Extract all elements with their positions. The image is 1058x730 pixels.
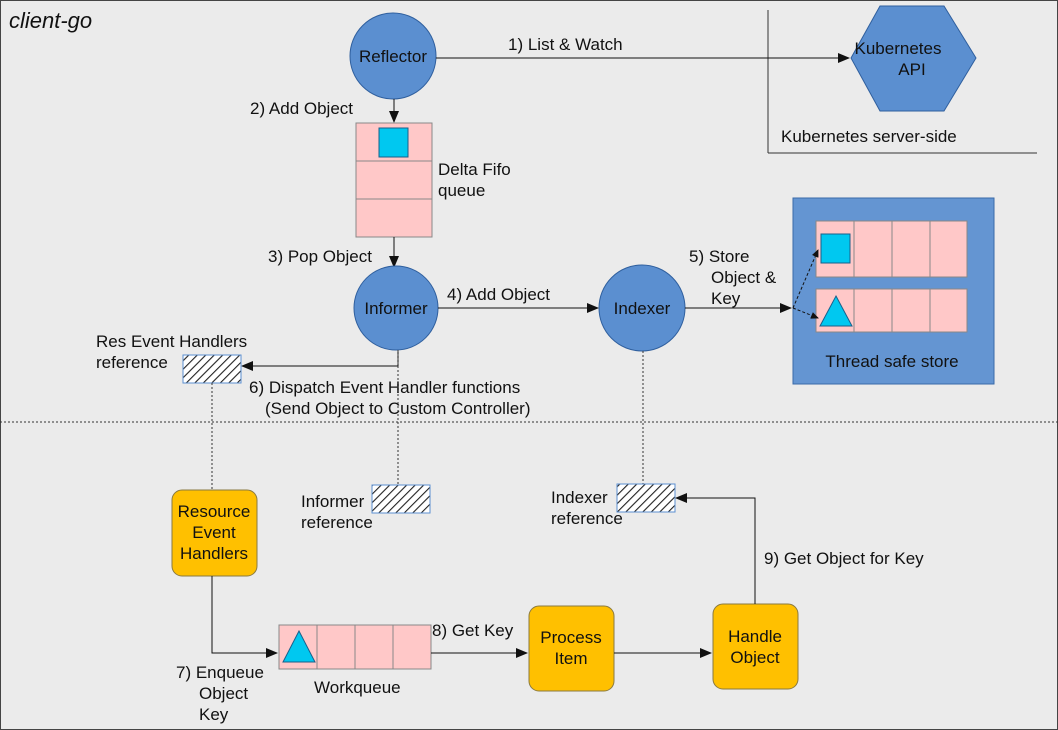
- step6-label-line2: (Send Object to Custom Controller): [265, 399, 531, 418]
- process-item-node: Process Item: [528, 605, 615, 692]
- delta-fifo-queue: [355, 122, 433, 238]
- thread-safe-store-label: Thread safe store: [825, 352, 958, 371]
- workqueue-object-triangle: [282, 629, 316, 663]
- informer-ref-label-line1: Informer: [301, 492, 365, 511]
- kubernetes-api-node: Kubernetes API: [850, 5, 977, 112]
- resource-handlers-label-line2: Event: [192, 523, 236, 542]
- indexer-label: Indexer: [614, 299, 671, 318]
- step2-label: 2) Add Object: [250, 99, 353, 118]
- process-item-label-line2: Item: [554, 649, 587, 668]
- resource-handlers-label-line3: Handlers: [180, 544, 248, 563]
- reflector-node: Reflector: [349, 12, 437, 100]
- queued-object-square: [378, 127, 409, 158]
- resource-event-handlers-node: Resource Event Handlers: [171, 489, 258, 577]
- res-event-ref-label-line1: Res Event Handlers: [96, 332, 247, 351]
- step8-label: 8) Get Key: [432, 621, 514, 640]
- informer-ref-label-line2: reference: [301, 513, 373, 532]
- server-side-label: Kubernetes server-side: [781, 127, 957, 146]
- res-event-ref-label-line2: reference: [96, 353, 168, 372]
- stored-object-triangle: [819, 294, 853, 327]
- store-pointer-2: [792, 307, 819, 319]
- delta-fifo-label-line1: Delta Fifo: [438, 160, 511, 179]
- indexer-node: Indexer: [598, 264, 686, 352]
- thread-safe-store: Thread safe store: [792, 197, 995, 385]
- enqueue-arrow: [211, 576, 278, 658]
- stored-object-square: [820, 233, 851, 264]
- store-row-1: [815, 220, 968, 278]
- reflector-label: Reflector: [359, 47, 427, 66]
- step9-label: 9) Get Object for Key: [764, 549, 924, 568]
- handle-object-label-line1: Handle: [728, 627, 782, 646]
- step5-label-line3: Key: [711, 289, 741, 308]
- step3-label: 3) Pop Object: [268, 247, 372, 266]
- get-object-for-key-arrow: [675, 493, 756, 604]
- store-pointer-1: [792, 249, 819, 309]
- kubernetes-api-label-line2: API: [898, 60, 925, 79]
- workqueue: [278, 624, 432, 670]
- process-item-label-line1: Process: [540, 628, 601, 647]
- step7-label-line1: 7) Enqueue: [176, 663, 264, 682]
- handle-object-label-line2: Object: [730, 648, 779, 667]
- handle-object-node: Handle Object: [712, 603, 799, 690]
- informer-label: Informer: [364, 299, 428, 318]
- step1-label: 1) List & Watch: [508, 35, 623, 54]
- step4-label: 4) Add Object: [447, 285, 550, 304]
- indexer-ref-label-line2: reference: [551, 509, 623, 528]
- informer-reference-box: [371, 484, 431, 514]
- informer-node: Informer: [353, 265, 439, 351]
- res-event-handlers-reference-box: [182, 354, 242, 384]
- step6-label-line1: 6) Dispatch Event Handler functions: [249, 378, 520, 397]
- kubernetes-api-label-line1: Kubernetes: [855, 39, 942, 58]
- resource-handlers-label-line1: Resource: [178, 502, 251, 521]
- diagram-title: client-go: [9, 8, 92, 33]
- step7-label-line3: Key: [199, 705, 229, 724]
- step7-label-line2: Object: [199, 684, 248, 703]
- delta-fifo-label-line2: queue: [438, 181, 485, 200]
- store-row-2: [815, 288, 968, 333]
- step5-label-line1: 5) Store: [689, 247, 749, 266]
- indexer-reference-box: [616, 483, 676, 513]
- workqueue-label: Workqueue: [314, 678, 401, 697]
- indexer-ref-label-line1: Indexer: [551, 488, 608, 507]
- step5-label-line2: Object &: [711, 268, 777, 287]
